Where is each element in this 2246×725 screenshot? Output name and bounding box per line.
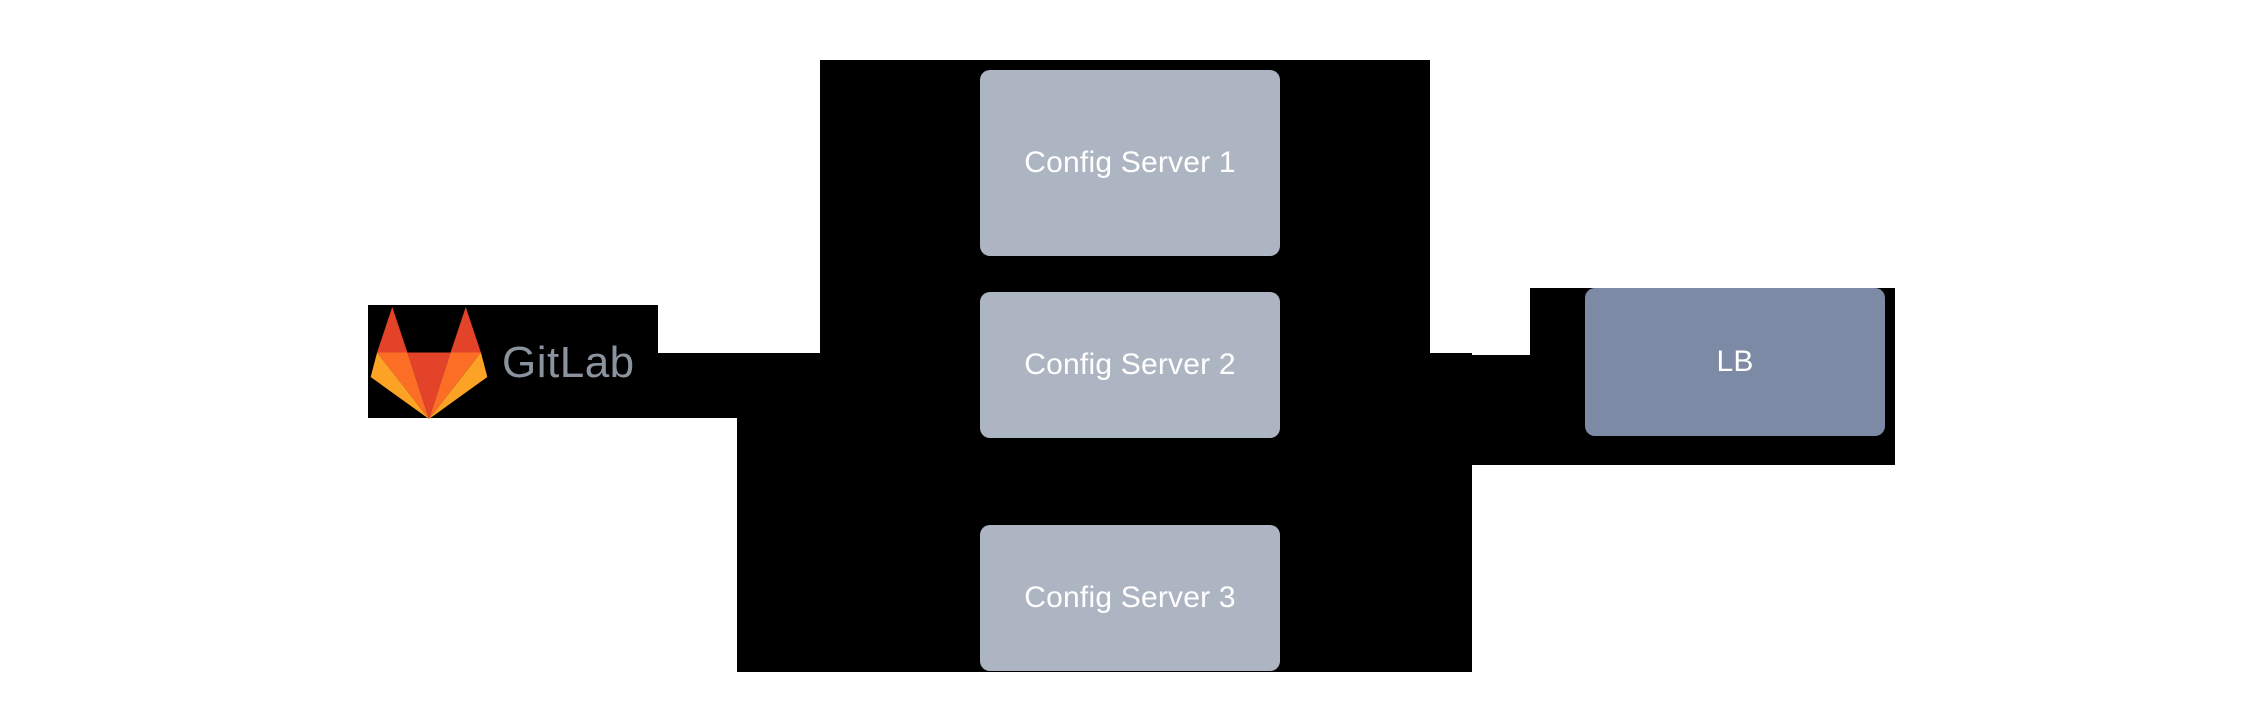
node-gitlab[interactable]: GitLab <box>368 305 658 420</box>
node-config-server-2-label: Config Server 2 <box>1024 348 1236 381</box>
node-load-balancer[interactable]: LB <box>1585 288 1885 436</box>
node-config-server-1-label: Config Server 1 <box>1024 146 1236 179</box>
connector-lb-riser <box>1430 355 1595 465</box>
gitlab-wordmark: GitLab <box>502 337 635 387</box>
node-config-server-3[interactable]: Config Server 3 <box>980 525 1280 671</box>
node-config-server-2[interactable]: Config Server 2 <box>980 292 1280 438</box>
node-config-server-3-label: Config Server 3 <box>1024 581 1236 614</box>
node-config-server-1[interactable]: Config Server 1 <box>980 70 1280 256</box>
node-load-balancer-label: LB <box>1716 345 1754 378</box>
gitlab-tanuki-icon <box>370 306 488 419</box>
